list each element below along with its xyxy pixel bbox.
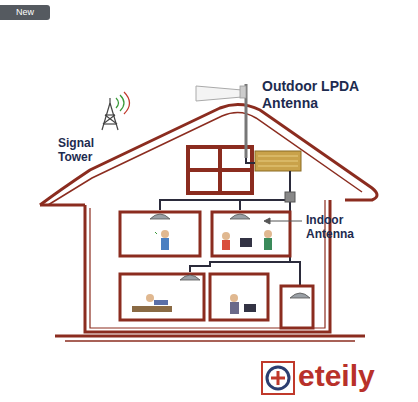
- lpda-antenna: [196, 84, 246, 158]
- antenna-label: Outdoor LPDA Antenna: [262, 78, 372, 112]
- new-tab: New: [0, 5, 50, 20]
- splitter: [285, 192, 295, 202]
- room-frames: [120, 212, 313, 328]
- indoor-antenna-label: Indoor Antenna: [306, 213, 376, 242]
- roof-outline: [40, 104, 377, 205]
- logo-icon: [262, 362, 294, 394]
- people-figures: [132, 230, 272, 314]
- tab-text: New: [6, 6, 44, 19]
- brand-logo: eteily: [298, 358, 413, 394]
- attic-window: [188, 147, 252, 193]
- signal-repeater: [255, 151, 301, 171]
- leader-arrow: [264, 218, 302, 224]
- tower-label: Signal Tower: [58, 136, 110, 165]
- ceiling-antennas: [150, 214, 310, 298]
- signal-tower: [102, 92, 130, 130]
